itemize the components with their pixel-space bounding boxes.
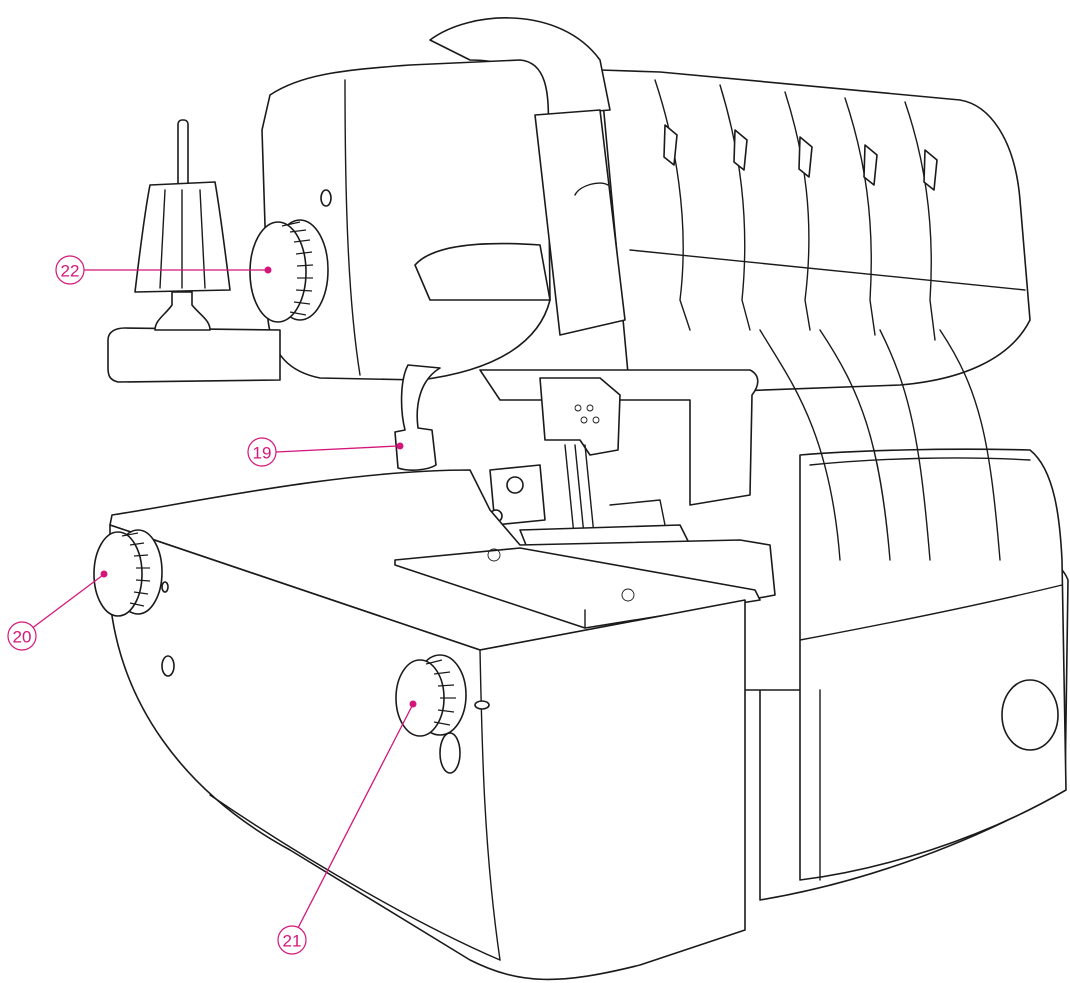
tension-dials [663, 124, 938, 191]
side-round-button [1001, 679, 1059, 751]
callout-19-label: 19 [253, 444, 272, 463]
callout-21: 21 [277, 700, 417, 955]
machine-rear-housing [599, 69, 1069, 901]
upper-dial-knob [249, 219, 329, 323]
callout-22-circle [55, 255, 85, 285]
callout-22: 22 [55, 255, 272, 285]
callout-21-label: 21 [283, 932, 302, 951]
machine-upper-housing [261, 17, 626, 381]
callout-21-circle [277, 925, 307, 955]
lever-19 [394, 364, 441, 471]
left-side-dial-knob [93, 529, 163, 617]
needle-area [479, 369, 759, 556]
callout-22-label: 22 [61, 262, 80, 281]
callout-19: 19 [247, 437, 404, 467]
front-bed [109, 469, 776, 981]
callout-19-circle [247, 437, 277, 467]
spool-stand [107, 119, 281, 383]
callout-20-label: 20 [13, 628, 32, 647]
callout-20-circle [7, 621, 37, 651]
front-dial-knob [395, 654, 467, 737]
callout-20: 20 [7, 570, 108, 651]
